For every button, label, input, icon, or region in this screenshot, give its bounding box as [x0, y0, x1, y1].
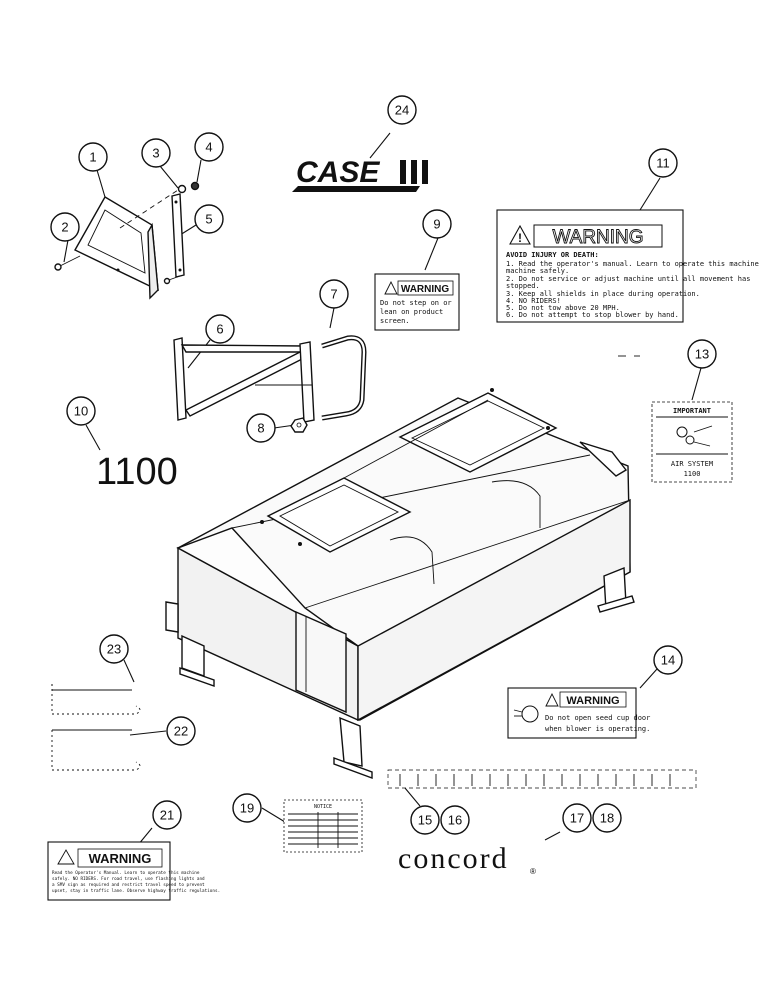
callout-label: 14 [661, 653, 675, 668]
decal-9-header: WARNING [401, 284, 450, 295]
concord-logo: concord [398, 842, 509, 875]
callout-label: 6 [216, 322, 223, 337]
decal-9-warning: WARNING Do not step on or lean on produc… [374, 273, 460, 331]
decal-11-title: AVOID INJURY OR DEATH: [506, 251, 599, 259]
decal-13-line: 1100 [684, 470, 701, 478]
model-number-decal: 1100 [96, 451, 178, 493]
reflector-strips [51, 684, 141, 771]
callout-label: 23 [107, 642, 121, 657]
decal-15-16-stripe [387, 769, 697, 789]
callout-label: 9 [433, 217, 440, 232]
callout-label: 10 [74, 404, 88, 419]
decal-21-header: WARNING [89, 851, 152, 866]
exclamation-icon: ! [518, 231, 522, 245]
decal-21-line: a SMV sign as required and restrict trav… [52, 882, 205, 888]
callout-11: 11 [648, 148, 678, 178]
registered-mark: ® [530, 867, 536, 876]
decal-14-line: Do not open seed cup door [545, 714, 650, 722]
callout-22: 22 [166, 716, 196, 746]
callout-label: 18 [600, 811, 614, 826]
smv-triangle-sign [74, 196, 159, 300]
seed-hopper-tank [165, 388, 635, 780]
callout-7: 7 [319, 279, 349, 309]
callout-5: 5 [194, 204, 224, 234]
callout-label: 3 [152, 146, 159, 161]
decal-11-line: 4. NO RIDERS! [506, 297, 561, 305]
callout-8: 8 [246, 413, 276, 443]
callout-label: 17 [570, 811, 584, 826]
decal-14-header: WARNING [566, 695, 619, 707]
washer-and-nut [119, 181, 200, 229]
decal-11-header: WARNING [552, 227, 643, 248]
callout-4: 4 [194, 132, 224, 162]
callout-label: 4 [205, 140, 212, 155]
hex-nut [290, 417, 308, 433]
callout-13: 13 [687, 339, 717, 369]
callout-21: 21 [152, 800, 182, 830]
callout-24: 24 [387, 95, 417, 125]
decal-21-line: upset, stay in traffic lane. Observe hig… [52, 888, 220, 894]
callout-10: 10 [66, 396, 96, 426]
callout-3: 3 [141, 138, 171, 168]
decal-11-line: 3. Keep all shields in place during oper… [506, 290, 700, 298]
decal-19-header: NOTICE [314, 804, 332, 810]
decal-11-line: 6. Do not attempt to stop blower by hand… [506, 311, 679, 319]
bolt-part-2 [54, 255, 81, 271]
grab-handle [321, 335, 367, 421]
decal-11-line: 1. Read the operator's manual. Learn to … [506, 260, 759, 268]
case-logo-text: CASE [296, 156, 380, 189]
decal-9-line: Do not step on or [380, 299, 452, 307]
decal-21-line: Read the Operator's Manual. Learn to ope… [52, 870, 200, 876]
callout-9: 9 [422, 209, 452, 239]
case-ih-logo: CASE [292, 156, 428, 192]
decal-19-notice: NOTICE [283, 799, 363, 853]
callout-label: 8 [257, 421, 264, 436]
decal-13-important: IMPORTANT AIR SYSTEM 1100 [651, 401, 733, 483]
callout-1: 1 [78, 142, 108, 172]
mounting-bracket [173, 337, 315, 423]
decal-9-line: lean on product [380, 308, 443, 316]
callout-label: 21 [160, 808, 174, 823]
callout-label: 1 [89, 150, 96, 165]
callout-label: 2 [61, 220, 68, 235]
callout-2: 2 [50, 212, 80, 242]
decal-21-line: safely. NO RIDERS. For road travel, use … [52, 876, 205, 882]
callout-23: 23 [99, 634, 129, 664]
callout-14: 14 [653, 645, 683, 675]
decal-11-line: machine safely. [506, 267, 569, 275]
callout-label: 16 [448, 813, 462, 828]
callout-label: 5 [205, 212, 212, 227]
callout-6: 6 [205, 314, 235, 344]
decal-9-line: screen. [380, 317, 410, 325]
callout-19: 19 [232, 793, 262, 823]
decal-14-warning: WARNING Do not open seed cup door when b… [507, 687, 650, 739]
decal-11-line: 5. Do not tow above 20 MPH. [506, 304, 620, 312]
callout-label: 22 [174, 724, 188, 739]
callout-17: 17 [562, 803, 592, 833]
decal-11-line: 2. Do not service or adjust machine unti… [506, 275, 750, 283]
decal-13-line: AIR SYSTEM [671, 460, 713, 468]
decal-11-line: stopped. [506, 282, 540, 290]
decal-13-header: IMPORTANT [673, 407, 711, 415]
decal-14-line: when blower is operating. [545, 725, 650, 733]
callout-15: 15 [410, 805, 440, 835]
callout-label: 15 [418, 813, 432, 828]
callout-label: 7 [330, 287, 337, 302]
callout-16: 16 [440, 805, 470, 835]
decal-21-warning: WARNING Read the Operator's Manual. Lear… [47, 841, 220, 901]
key-icon [676, 425, 713, 447]
callout-18: 18 [592, 803, 622, 833]
decal-11-warning: ! WARNING AVOID INJURY OR DEATH: 1. Read… [496, 209, 759, 323]
mounting-strap [163, 193, 185, 285]
callout-label: 13 [695, 347, 709, 362]
callout-label: 19 [240, 801, 254, 816]
callout-label: 24 [395, 103, 409, 118]
callout-label: 11 [656, 156, 670, 171]
